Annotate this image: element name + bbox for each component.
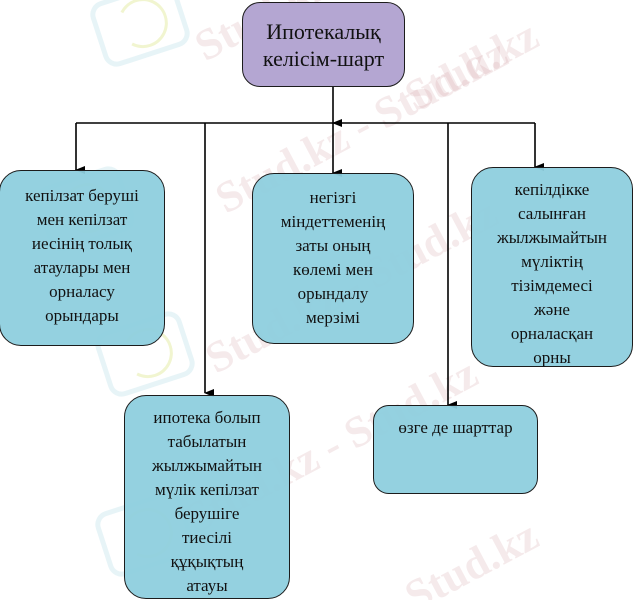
node-other-terms: өзге де шарттар (373, 405, 538, 494)
node-line: жылжымайтын (151, 456, 263, 475)
node-line: негізгі (309, 188, 357, 207)
node-line: табылатын (167, 432, 247, 451)
node-line: көлемі мен (293, 260, 373, 279)
node-line: орындары (45, 306, 119, 325)
node-line: құқықтың (170, 552, 244, 571)
root-node-line: Ипотекалық (266, 18, 381, 44)
node-line: кепілдікке (514, 180, 590, 199)
root-node: Ипотекалық келісім-шарт (242, 2, 405, 87)
node-line: орындалу (297, 284, 369, 303)
node-line: заты оның (295, 236, 371, 255)
node-line: орны (533, 348, 571, 367)
node-line: мен кепілзат (36, 210, 128, 229)
node-line: тиесілі (182, 528, 232, 547)
node-line: міндеттеменің (280, 212, 386, 231)
node-obligation: негізгі міндеттеменің заты оның көлемі м… (252, 173, 414, 344)
node-line: орналасқан (510, 324, 594, 343)
node-line: атауы (186, 576, 228, 595)
node-line: мүліктің (521, 252, 583, 271)
node-line: орналасу (49, 282, 115, 301)
node-line: және (534, 300, 570, 319)
root-node-line: келісім-шарт (262, 45, 385, 71)
node-line: тізімдемесі (511, 276, 593, 295)
node-right-title: ипотека болып табылатын жылжымайтын мүлі… (124, 395, 290, 599)
node-line: кепілзат беруші (25, 186, 139, 205)
node-line: өзге де шарттар (398, 418, 513, 437)
node-line: мүлік кепілзат (155, 480, 259, 499)
node-property-list: кепілдікке салынған жылжымайтын мүліктің… (471, 167, 633, 367)
node-line: ипотека болып (153, 408, 261, 427)
node-line: мерзімі (306, 308, 360, 327)
node-line: салынған (517, 204, 587, 223)
node-line: иесінің толық (31, 234, 133, 253)
node-parties: кепілзат беруші мен кепілзат иесінің тол… (0, 170, 165, 346)
node-line: жылжымайтын (496, 228, 608, 247)
node-line: берушіге (174, 504, 240, 523)
node-line: атаулары мен (33, 258, 131, 277)
